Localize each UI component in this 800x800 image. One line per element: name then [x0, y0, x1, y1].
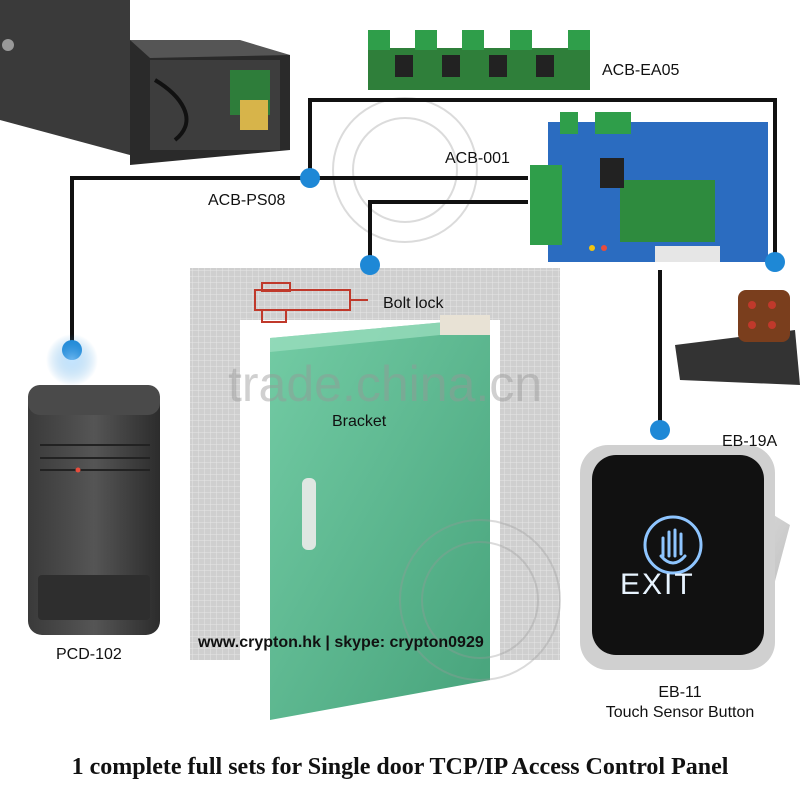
label-bolt-lock: Bolt lock: [383, 295, 443, 313]
power-supply-box: [0, 0, 290, 165]
contact-line: www.crypton.hk | skype: crypton0929: [198, 634, 484, 652]
seal-watermark-1: [333, 98, 477, 242]
label-remote: EB-19A: [722, 433, 777, 451]
node-exit-button: [650, 420, 670, 440]
diagram-caption: 1 complete full sets for Single door TCP…: [0, 754, 800, 781]
exit-button-text: EXIT: [620, 568, 695, 602]
extension-board: [368, 30, 590, 90]
label-controller: ACB-001: [445, 150, 510, 168]
card-reader: [28, 385, 160, 635]
trade-watermark: trade.china.cn: [228, 355, 542, 413]
node-bolt-lock: [360, 255, 380, 275]
door-handle: [302, 478, 316, 550]
controller-board: [530, 112, 768, 262]
label-exit-button-desc: Touch Sensor Button: [575, 704, 785, 722]
remote-control: [675, 290, 800, 385]
label-bracket: Bracket: [332, 413, 386, 431]
label-exit-button-model: EB-11: [580, 684, 780, 702]
label-power-supply: ACB-PS08: [208, 192, 285, 210]
node-power-supply: [300, 168, 320, 188]
bracket-part: [440, 315, 490, 335]
node-remote: [765, 252, 785, 272]
reader-led: [76, 468, 81, 473]
exit-button: [580, 445, 790, 670]
label-extension-board: ACB-EA05: [602, 62, 679, 80]
label-reader: PCD-102: [56, 646, 122, 664]
